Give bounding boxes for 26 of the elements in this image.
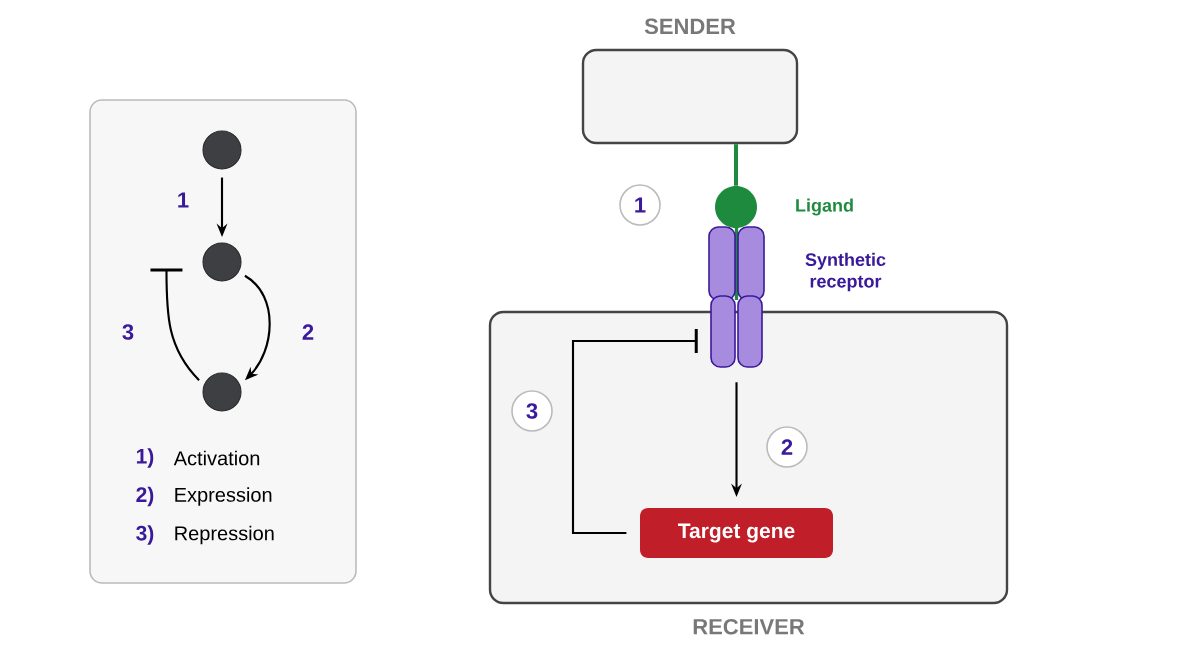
list-number: 1) [136, 448, 154, 468]
arrow [150, 268, 200, 381]
list-number: 2) [136, 486, 154, 507]
circle-node [202, 242, 242, 282]
list-number: 3) [136, 525, 154, 545]
receptor-drawing: Synthetic receptor [708, 222, 886, 368]
list-text: Repression [175, 525, 274, 545]
step-number: 2 [766, 426, 808, 468]
node-label: Ligand [796, 198, 853, 216]
node-label: SENDER [644, 18, 736, 35]
gene-box: Target gene [640, 508, 833, 558]
list-text: Activation [173, 450, 260, 466]
node-label: Synthetic receptor [805, 252, 886, 292]
panel-box [89, 99, 357, 584]
edge-label: 3 [122, 324, 134, 340]
edge-label: 2 [302, 324, 314, 340]
node-label: RECEIVER [693, 618, 805, 635]
list-text: Expression [175, 487, 272, 506]
step-number: 1 [619, 184, 661, 226]
circle-node [202, 130, 242, 170]
connector-line [734, 144, 738, 186]
circle-node [202, 372, 242, 412]
edge-label: 1 [178, 192, 189, 208]
step-number: 3 [511, 390, 553, 432]
sender-box: SENDER [581, 18, 799, 145]
arrow [571, 329, 698, 535]
